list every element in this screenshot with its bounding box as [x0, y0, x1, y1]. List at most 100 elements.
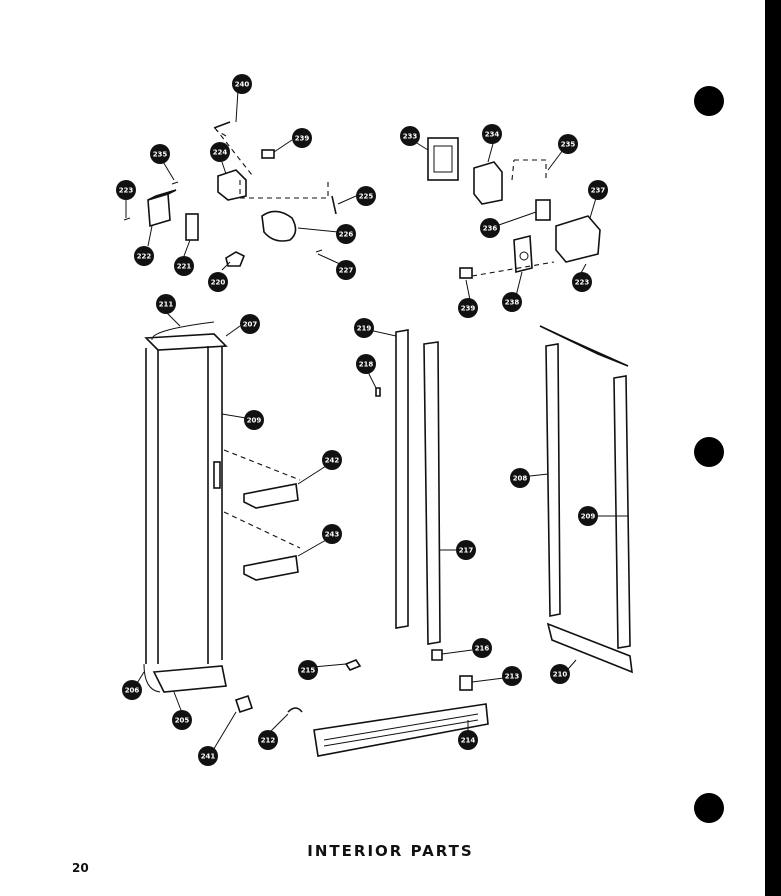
part-214-grille — [313, 703, 489, 757]
svg-text:235: 235 — [561, 141, 576, 149]
callout-210: 210 — [550, 664, 570, 684]
part-210-bottom-rail — [546, 622, 633, 674]
part-239-clip-r — [459, 267, 473, 279]
callout-layer: 240 239 235 224 225 223 222 221 220 226 … — [116, 74, 608, 766]
svg-text:220: 220 — [211, 279, 226, 287]
callout-211: 211 — [156, 294, 176, 314]
part-205-bottom-rail — [152, 665, 227, 693]
svg-text:209: 209 — [247, 417, 262, 425]
callout-209: 209 — [244, 410, 264, 430]
svg-text:209: 209 — [581, 513, 596, 521]
callout-217: 217 — [456, 540, 476, 560]
part-243-shelf — [243, 555, 299, 581]
callout-226: 226 — [336, 224, 356, 244]
svg-text:219: 219 — [357, 325, 372, 333]
svg-text:223: 223 — [119, 187, 134, 195]
callout-212: 212 — [258, 730, 278, 750]
callout-214: 214 — [458, 730, 478, 750]
callout-224: 224 — [210, 142, 230, 162]
callout-235: 235 — [150, 144, 170, 164]
part-221-plate — [185, 213, 199, 241]
callout-236: 236 — [480, 218, 500, 238]
page-binding-edge — [765, 0, 781, 896]
part-208-right-strip — [207, 346, 223, 664]
part-207-top-rail — [144, 333, 228, 351]
part-234-timer — [473, 161, 503, 205]
callout-239-right: 239 — [458, 298, 478, 318]
svg-text:216: 216 — [475, 645, 490, 653]
part-219-strip — [395, 329, 409, 629]
svg-text:213: 213 — [505, 673, 520, 681]
svg-text:236: 236 — [483, 225, 498, 233]
callout-234: 234 — [482, 124, 502, 144]
svg-text:234: 234 — [485, 131, 500, 139]
part-218-plug — [375, 387, 381, 397]
part-217-strip — [423, 341, 441, 645]
part-242-shelf — [243, 483, 299, 509]
callout-209-right: 209 — [578, 506, 598, 526]
svg-text:242: 242 — [325, 457, 340, 465]
callout-235-right: 235 — [558, 134, 578, 154]
svg-text:235: 235 — [153, 151, 168, 159]
svg-text:224: 224 — [213, 149, 228, 157]
svg-text:241: 241 — [201, 753, 216, 761]
binder-hole-top — [694, 86, 724, 116]
callout-233: 233 — [400, 126, 420, 146]
part-211-gasket — [151, 321, 215, 341]
svg-text:207: 207 — [243, 321, 258, 329]
svg-text:215: 215 — [301, 667, 316, 675]
svg-text:223: 223 — [575, 279, 590, 287]
part-236-switch — [535, 199, 551, 221]
svg-text:206: 206 — [125, 687, 140, 695]
callout-239: 239 — [292, 128, 312, 148]
callout-221: 221 — [174, 256, 194, 276]
callout-213: 213 — [502, 666, 522, 686]
part-224-bracket — [217, 169, 247, 201]
svg-text:217: 217 — [459, 547, 474, 555]
svg-text:243: 243 — [325, 531, 340, 539]
callout-208: 208 — [510, 468, 530, 488]
svg-text:240: 240 — [235, 81, 250, 89]
part-208-left-strip — [145, 348, 159, 664]
svg-text:226: 226 — [339, 231, 354, 239]
callout-241: 241 — [198, 746, 218, 766]
part-237-housing — [555, 215, 601, 263]
callout-206: 206 — [122, 680, 142, 700]
svg-text:238: 238 — [505, 299, 520, 307]
svg-text:239: 239 — [295, 135, 310, 143]
callout-222: 222 — [134, 246, 154, 266]
part-222-block — [147, 189, 177, 228]
callout-219: 219 — [354, 318, 374, 338]
svg-text:221: 221 — [177, 263, 192, 271]
callout-223: 223 — [116, 180, 136, 200]
svg-text:211: 211 — [159, 301, 174, 309]
svg-text:214: 214 — [461, 737, 476, 745]
svg-text:239: 239 — [461, 305, 476, 313]
svg-text:225: 225 — [359, 193, 374, 201]
part-209-right-strip — [613, 375, 631, 649]
callout-237: 237 — [588, 180, 608, 200]
part-238-plate — [513, 234, 533, 274]
callout-242: 242 — [322, 450, 342, 470]
binder-hole-middle — [694, 437, 724, 467]
part-241-hinge — [234, 694, 254, 714]
svg-text:227: 227 — [339, 267, 354, 275]
svg-text:218: 218 — [359, 361, 374, 369]
callout-223-right: 223 — [572, 272, 592, 292]
callout-205: 205 — [172, 710, 192, 730]
part-212-clip — [287, 707, 303, 713]
svg-text:208: 208 — [513, 475, 528, 483]
callout-216: 216 — [472, 638, 492, 658]
callout-243: 243 — [322, 524, 342, 544]
part-233-cover — [427, 137, 459, 181]
svg-text:210: 210 — [553, 671, 568, 679]
diagram-title: INTERIOR PARTS — [307, 842, 474, 860]
part-215-screw — [344, 659, 362, 671]
part-213-plate — [459, 675, 473, 691]
callout-207: 207 — [240, 314, 260, 334]
callout-220: 220 — [208, 272, 228, 292]
binder-hole-bottom — [694, 793, 724, 823]
svg-text:222: 222 — [137, 253, 152, 261]
callout-225: 225 — [356, 186, 376, 206]
